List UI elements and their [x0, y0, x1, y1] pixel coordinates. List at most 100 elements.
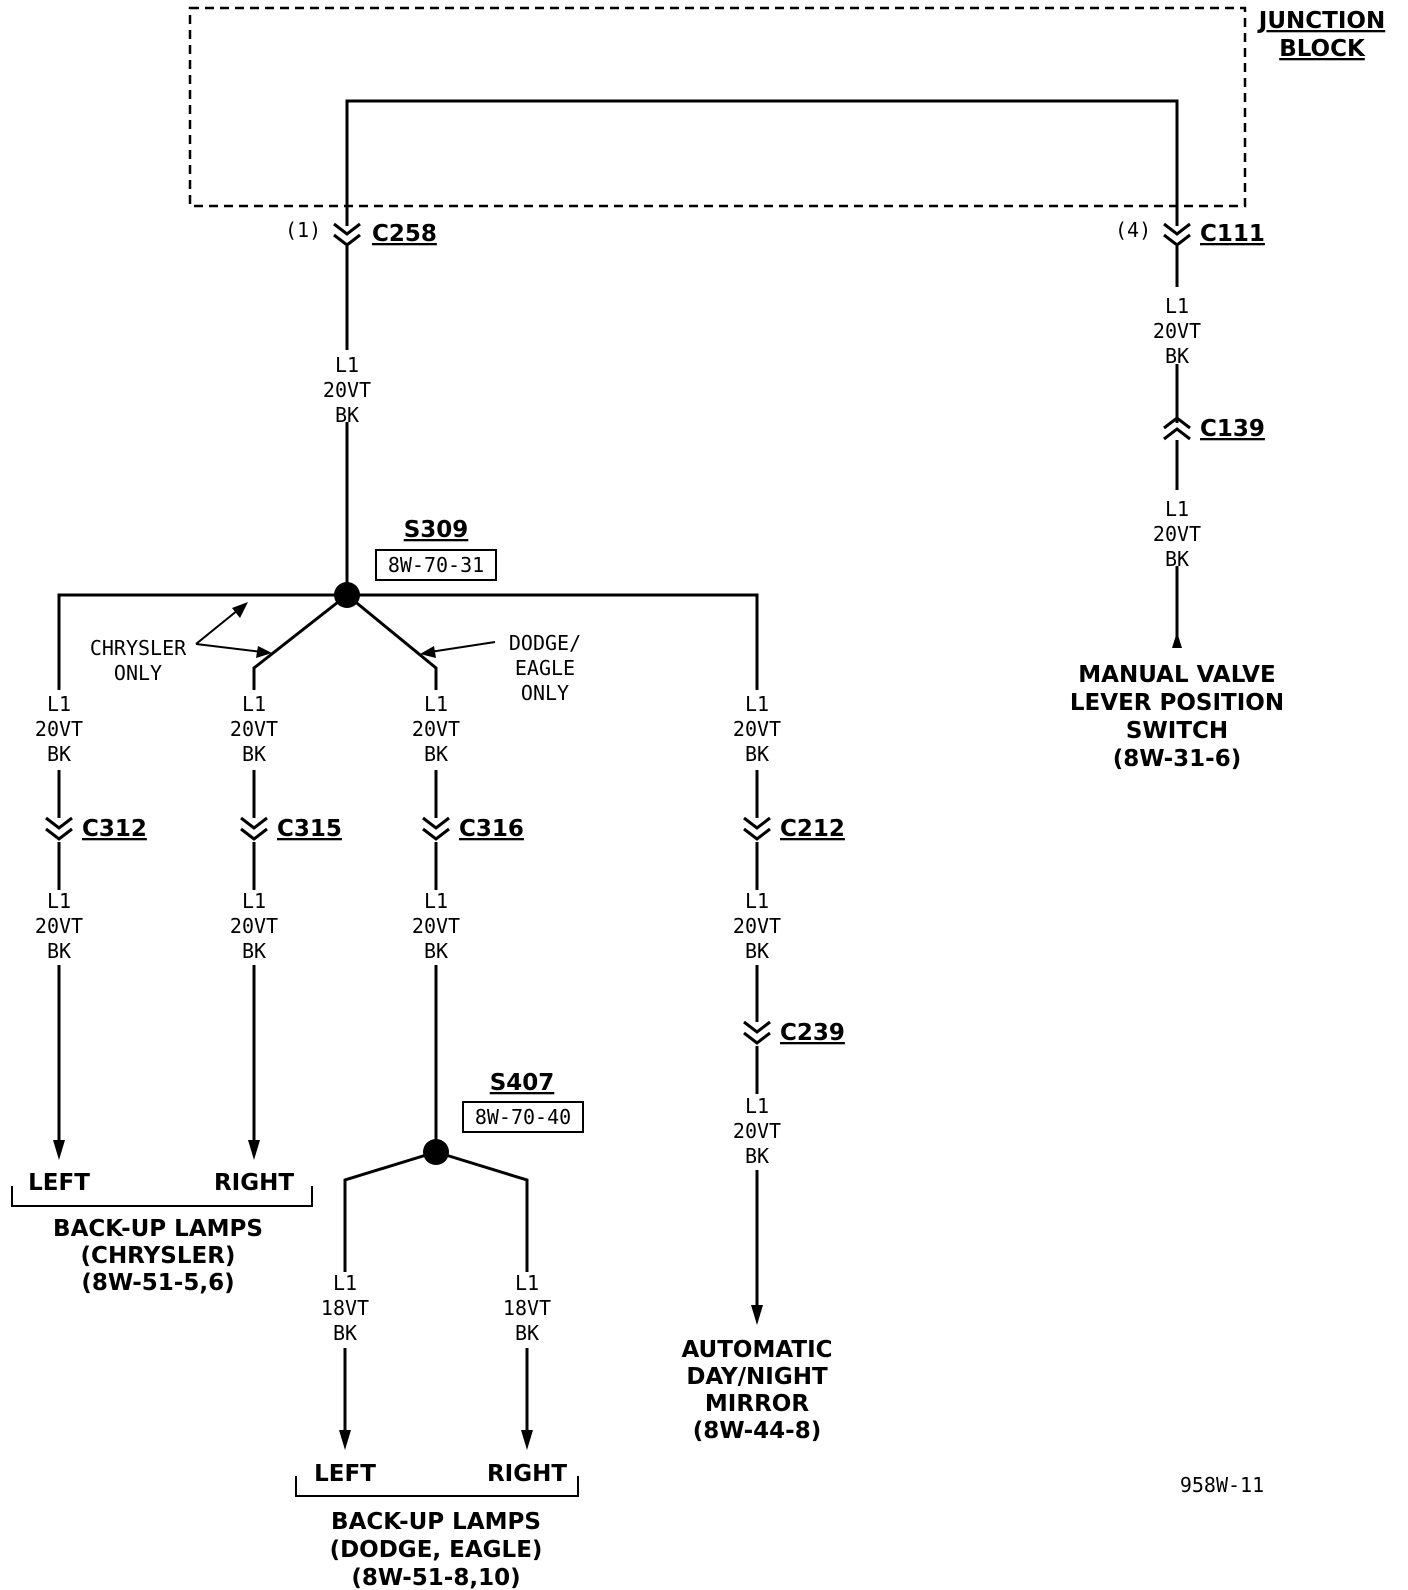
connector-c139-symbol: [1163, 416, 1191, 441]
wire-s309-to-c315: [252, 593, 348, 690]
note-chrysler-leader: [195, 609, 263, 653]
wire-s407-to-right: [435, 1150, 529, 1440]
splice-s309-ref: 8W-70-31: [388, 553, 484, 577]
arrow-to-dodge-right-lamp: [521, 1430, 533, 1450]
wire-label-color: BK: [1165, 344, 1189, 368]
connector-c212-symbol: [743, 816, 771, 841]
wire-label-gauge: 20VT: [1153, 522, 1201, 546]
connector-c316-label: C316: [459, 816, 524, 842]
connector-c111-pin: (4): [1115, 218, 1151, 242]
wire-label-gauge: 20VT: [323, 378, 371, 402]
note-dodge-line3: ONLY: [521, 681, 569, 705]
arrow-to-right-lamp: [248, 1140, 260, 1160]
connector-c239-symbol: [743, 1020, 771, 1045]
wire-label-gauge: 20VT: [412, 717, 460, 741]
manual-valve-label-line1: MANUAL VALVE: [1078, 662, 1275, 688]
backup-dodge-left-label: LEFT: [314, 1461, 376, 1487]
connector-c315-label: C315: [277, 816, 342, 842]
wire-label-gauge: 18VT: [503, 1296, 551, 1320]
wire-label-gauge: 20VT: [1153, 319, 1201, 343]
wire-label-color: BK: [745, 742, 769, 766]
wire-label-gauge: 20VT: [35, 717, 83, 741]
wire-label-gauge: 20VT: [733, 717, 781, 741]
wire-label-gauge: 20VT: [733, 1119, 781, 1143]
wire-label-color: BK: [335, 403, 359, 427]
wire-label-color: BK: [242, 939, 266, 963]
backup-chrysler-line2: (CHRYSLER): [81, 1243, 236, 1269]
connector-c111-symbol: [1163, 222, 1191, 247]
backup-dodge-bracket: [295, 1476, 579, 1497]
wire-label-circuit: L1: [47, 889, 71, 913]
manual-valve-label-line3: SWITCH: [1126, 718, 1228, 744]
junction-bus-wire: [345, 99, 1179, 226]
connector-c316-symbol: [422, 816, 450, 841]
wire-label-gauge: 20VT: [733, 914, 781, 938]
wire-label-circuit: L1: [424, 889, 448, 913]
mirror-label-line2: DAY/NIGHT: [686, 1364, 828, 1390]
connector-c312-label: C312: [82, 816, 147, 842]
connector-c212-label: C212: [780, 816, 845, 842]
junction-block-label-line2: BLOCK: [1279, 36, 1366, 62]
wire-label-circuit: L1: [335, 353, 359, 377]
splice-s407-label: S407: [490, 1070, 555, 1096]
connector-c139-label: C139: [1200, 416, 1265, 442]
splice-s407-ref-box: [462, 1101, 584, 1133]
note-chrysler-line2: ONLY: [114, 661, 162, 685]
wire-label-color: BK: [333, 1321, 357, 1345]
wire-label-color: BK: [745, 939, 769, 963]
backup-chrysler-bracket: [11, 1186, 313, 1207]
note-chrysler-line1: CHRYSLER: [90, 636, 187, 660]
wire-s309-to-left: [57, 593, 347, 690]
arrow-to-mirror: [751, 1305, 763, 1325]
junction-block-outline: [188, 6, 1247, 208]
connector-c258-symbol: [333, 222, 361, 247]
wire-label-color: BK: [745, 1144, 769, 1168]
wire-s309-to-c316: [346, 593, 438, 690]
wire-label-circuit: L1: [745, 692, 769, 716]
manual-valve-label-line2: LEVER POSITION: [1070, 690, 1284, 716]
figure-id: 958W-11: [1180, 1473, 1264, 1497]
wire-label-color: BK: [1165, 547, 1189, 571]
wire-label-color: BK: [515, 1321, 539, 1345]
wire-label-circuit: L1: [333, 1271, 357, 1295]
wire-s407-to-left: [343, 1150, 437, 1440]
backup-chrysler-line1: BACK-UP LAMPS: [53, 1216, 263, 1242]
connector-c315-symbol: [240, 816, 268, 841]
mirror-label-line4: (8W-44-8): [693, 1418, 821, 1444]
connector-c312-symbol: [45, 816, 73, 841]
note-dodge-line1: DODGE/: [509, 631, 581, 655]
arrow-to-left-lamp: [53, 1140, 65, 1160]
note-dodge-line2: EAGLE: [515, 656, 575, 680]
backup-chrysler-left-label: LEFT: [28, 1170, 90, 1196]
wire-label-circuit: L1: [47, 692, 71, 716]
wire-label-circuit: L1: [1165, 294, 1189, 318]
wire-label-circuit: L1: [424, 692, 448, 716]
wire-label-circuit: L1: [242, 889, 266, 913]
wire-label-color: BK: [47, 742, 71, 766]
mirror-label-line3: MIRROR: [705, 1391, 809, 1417]
backup-dodge-right-label: RIGHT: [487, 1461, 567, 1487]
connector-c258-pin: (1): [285, 218, 321, 242]
backup-dodge-line1: BACK-UP LAMPS: [331, 1509, 541, 1535]
wire-label-circuit: L1: [745, 1094, 769, 1118]
arrow-to-switch: [1172, 632, 1182, 648]
wire-label-color: BK: [424, 742, 448, 766]
wire-label-gauge: 20VT: [412, 914, 460, 938]
splice-s309-ref-box: [375, 549, 497, 581]
backup-chrysler-line3: (8W-51-5,6): [81, 1270, 234, 1296]
backup-dodge-line3: (8W-51-8,10): [351, 1565, 520, 1590]
note-dodge-arrowhead: [420, 646, 436, 658]
wire-label-color: BK: [424, 939, 448, 963]
wire-label-color: BK: [242, 742, 266, 766]
wire-label-circuit: L1: [242, 692, 266, 716]
note-chrysler-arrowhead: [232, 602, 272, 658]
mirror-label-line1: AUTOMATIC: [681, 1337, 832, 1363]
wire-label-gauge: 20VT: [230, 717, 278, 741]
wire-s309-to-right: [347, 593, 759, 690]
splice-s309-label: S309: [404, 517, 469, 543]
connector-c239-label: C239: [780, 1020, 845, 1046]
junction-block-label-line1: JUNCTION: [1257, 8, 1385, 34]
arrow-to-dodge-left-lamp: [339, 1430, 351, 1450]
wire-label-circuit: L1: [1165, 497, 1189, 521]
